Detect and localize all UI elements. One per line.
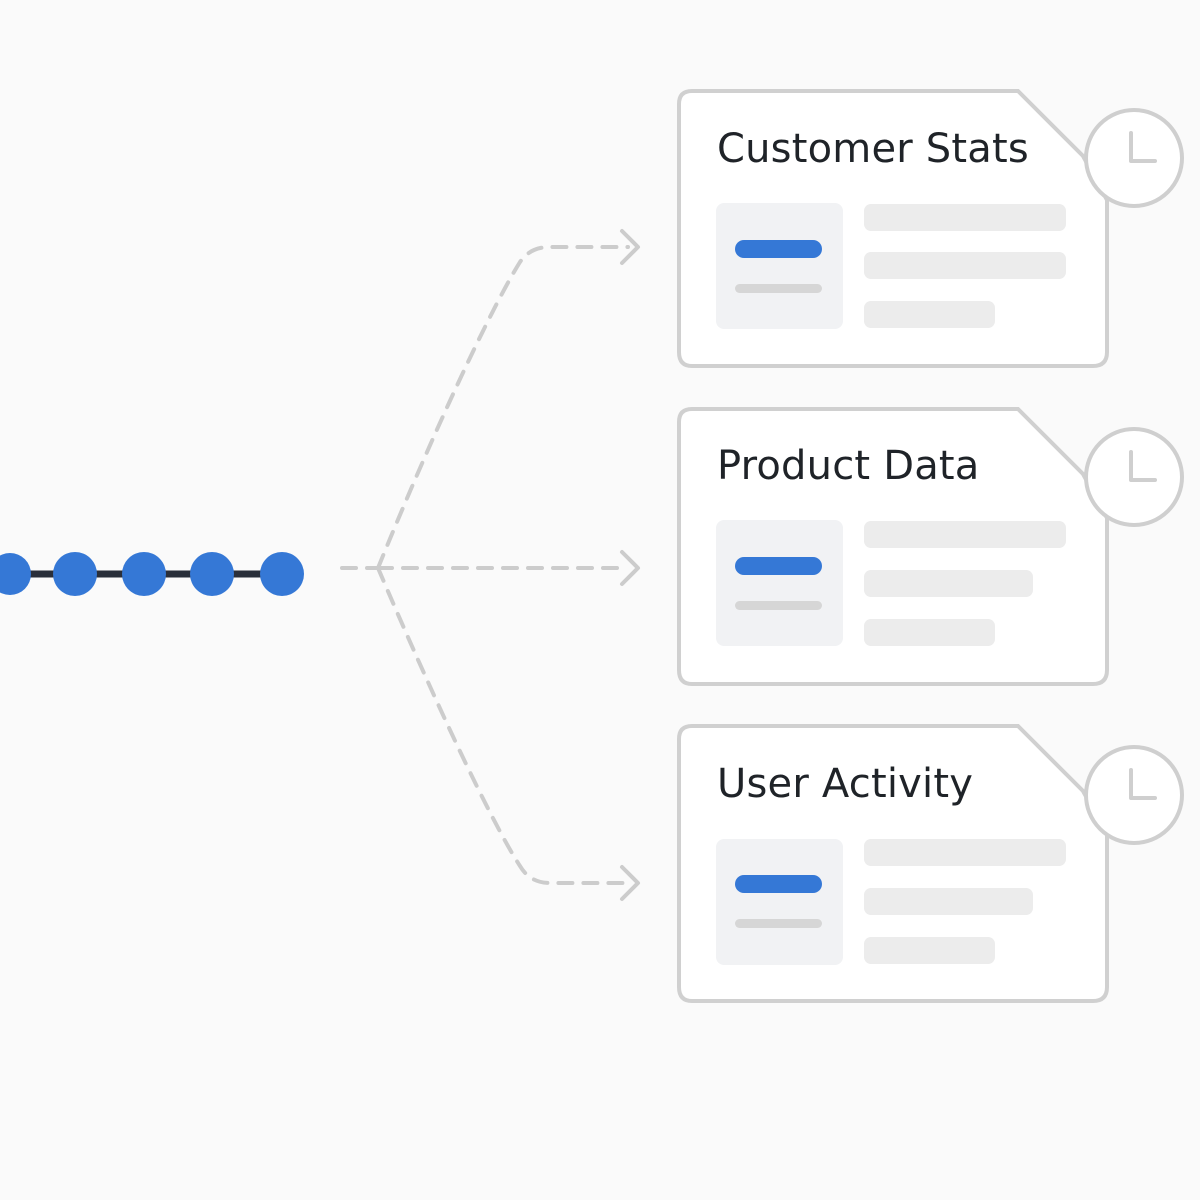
text-line-placeholder	[864, 619, 995, 646]
text-line-placeholder	[864, 937, 995, 964]
pipeline-node	[190, 552, 234, 596]
connector-to-user-activity	[376, 566, 630, 885]
card-title-user-activity: User Activity	[717, 761, 974, 807]
accent-bar	[735, 557, 822, 575]
subtext-bar	[735, 919, 822, 928]
clock-icon	[1084, 427, 1184, 527]
source-pipeline	[0, 552, 304, 596]
arrowhead-icon	[620, 550, 640, 586]
card-customer-stats	[677, 89, 1184, 368]
pipeline-node	[0, 553, 31, 595]
text-line-placeholder	[864, 888, 1033, 915]
text-line-placeholder	[864, 570, 1033, 597]
connector-to-customer-stats	[376, 245, 630, 570]
clock-icon	[1084, 745, 1184, 845]
card-title-customer-stats: Customer Stats	[717, 126, 1029, 172]
text-line-placeholder	[864, 204, 1066, 231]
text-line-placeholder	[864, 252, 1066, 279]
arrowhead-icon	[620, 229, 640, 265]
subtext-bar	[735, 601, 822, 610]
subtext-bar	[735, 284, 822, 293]
branch-connectors	[340, 245, 630, 885]
arrowhead-icon	[620, 865, 640, 901]
pipeline-node	[53, 552, 97, 596]
pipeline-node	[122, 552, 166, 596]
pipeline-node	[260, 552, 304, 596]
text-line-placeholder	[864, 521, 1066, 548]
text-line-placeholder	[864, 301, 995, 328]
text-line-placeholder	[864, 839, 1066, 866]
thumbnail-placeholder	[716, 839, 843, 965]
thumbnail-placeholder	[716, 203, 843, 329]
clock-icon	[1084, 108, 1184, 208]
card-product-data	[677, 407, 1184, 686]
card-user-activity	[677, 724, 1184, 1003]
thumbnail-placeholder	[716, 520, 843, 646]
accent-bar	[735, 875, 822, 893]
accent-bar	[735, 240, 822, 258]
card-title-product-data: Product Data	[717, 443, 980, 489]
